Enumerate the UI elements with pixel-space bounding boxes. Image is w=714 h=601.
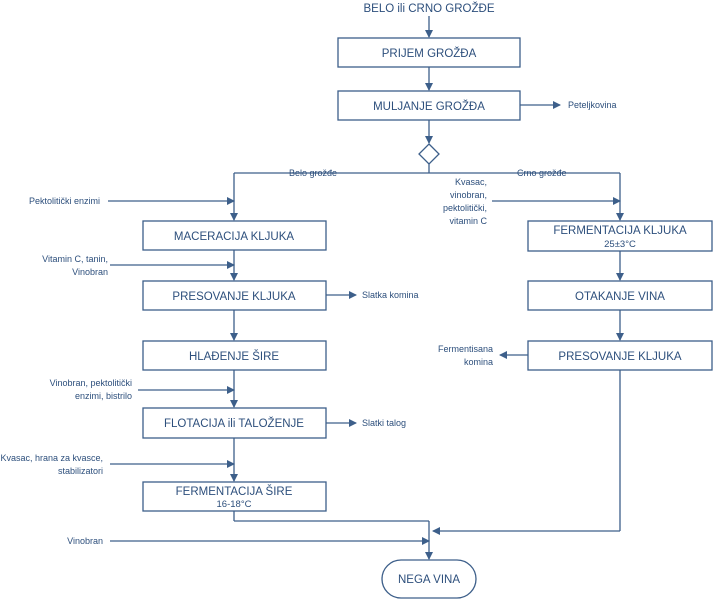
node-presovanje-white-label: PRESOVANJE KLJUKA xyxy=(172,291,295,303)
node-prijem-label: PRIJEM GROŽĐA xyxy=(382,47,477,60)
branch-label-white: Belo grožđe xyxy=(289,168,337,178)
input-vinobran-pekt-line2: enzimi, bistrilo xyxy=(75,391,132,401)
node-otakanje-label: OTAKANJE VINA xyxy=(575,291,665,303)
input-vitamin-line2: Vinobran xyxy=(72,267,108,277)
node-fermentacija-kljuka: FERMENTACIJA KLJUKA 25±3°C xyxy=(527,220,713,252)
node-maceracija: MACERACIJA KLJUKA xyxy=(142,220,327,251)
output-fermentisana-line2: komina xyxy=(464,357,493,367)
input-vitamin-line1: Vitamin C, tanin, xyxy=(42,254,108,264)
node-fermentacija-sire-label: FERMENTACIJA ŠIRE xyxy=(176,485,293,498)
node-presovanje-red: PRESOVANJE KLJUKA xyxy=(527,340,713,371)
input-vinobran-final: Vinobran xyxy=(67,536,103,546)
input-kvasac-white-line2: stabilizatori xyxy=(58,466,103,476)
node-flotacija: FLOTACIJA ili TALOŽENJE xyxy=(142,407,327,439)
node-presovanje-white: PRESOVANJE KLJUKA xyxy=(142,280,327,311)
node-prijem: PRIJEM GROŽĐA xyxy=(337,37,521,68)
input-kvasac-red-line4: vitamin C xyxy=(449,216,487,226)
node-presovanje-red-label: PRESOVANJE KLJUKA xyxy=(558,351,681,363)
output-slatki-talog: Slatki talog xyxy=(362,418,406,428)
node-hladjenje: HLAĐENJE ŠIRE xyxy=(142,340,327,371)
input-kvasac-red-line2: vinobran, xyxy=(450,190,487,200)
input-vinobran-pekt-line1: Vinobran, pektolitički xyxy=(50,378,132,388)
node-maceracija-label: MACERACIJA KLJUKA xyxy=(174,231,294,243)
node-fermentacija-kljuka-temp: 25±3°C xyxy=(604,239,636,250)
node-fermentacija-sire-temp: 16-18°C xyxy=(217,499,252,510)
node-nega-vina-label: NEGA VINA xyxy=(398,574,460,586)
decision-diamond xyxy=(418,143,440,165)
output-fermentisana-line1: Fermentisana xyxy=(438,344,493,354)
node-fermentacija-kljuka-label: FERMENTACIJA KLJUKA xyxy=(553,225,687,237)
node-flotacija-label: FLOTACIJA ili TALOŽENJE xyxy=(164,417,304,430)
start-label: BELO ili CRNO GROŽĐE xyxy=(364,2,495,15)
input-pektoliticki: Pektolitički enzimi xyxy=(29,196,100,206)
node-fermentacija-sire: FERMENTACIJA ŠIRE 16-18°C xyxy=(142,481,327,512)
output-slatka-komina: Slatka komina xyxy=(362,290,419,300)
node-otakanje: OTAKANJE VINA xyxy=(527,280,713,311)
output-peteljkovina: Peteljkovina xyxy=(568,100,617,110)
node-muljanje: MULJANJE GROŽĐA xyxy=(337,90,521,121)
node-hladjenje-label: HLAĐENJE ŠIRE xyxy=(189,350,279,363)
connectors xyxy=(108,16,624,560)
input-kvasac-white-line1: Kvasac, hrana za kvasce, xyxy=(0,453,103,463)
input-kvasac-red-line3: pektolitički, xyxy=(443,203,487,213)
branch-label-red: Crno grožđe xyxy=(517,168,567,178)
node-nega-vina: NEGA VINA xyxy=(381,559,477,599)
node-muljanje-label: MULJANJE GROŽĐA xyxy=(373,100,485,113)
input-kvasac-red-line1: Kvasac, xyxy=(455,177,487,187)
